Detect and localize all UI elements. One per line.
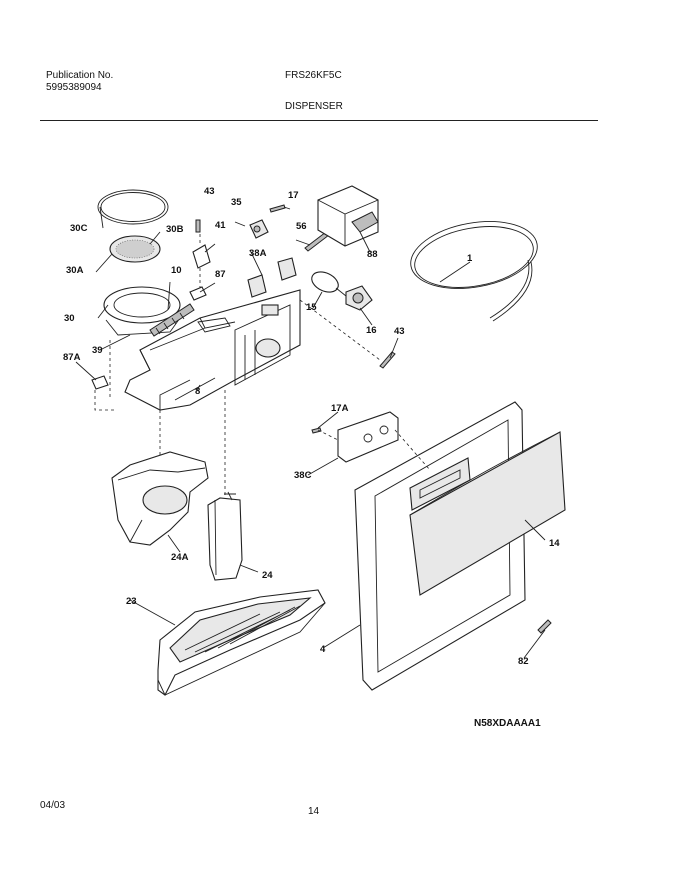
publication-number: 5995389094 <box>46 82 102 93</box>
callout-4: 4 <box>320 644 326 655</box>
callout-30b: 30B <box>166 224 184 235</box>
callout-56: 56 <box>296 221 307 232</box>
callout-43: 43 <box>204 186 215 197</box>
drawing-code: N58XDAAAA1 <box>474 718 541 729</box>
callout-41: 41 <box>215 220 226 231</box>
header-rule <box>40 120 598 121</box>
callout-38a: 38A <box>249 248 267 259</box>
callout-30c: 30C <box>70 223 88 234</box>
part-overlay-panel <box>409 431 566 596</box>
part-water-tube <box>410 221 538 289</box>
callout-24: 24 <box>262 570 273 581</box>
callout-30: 30 <box>64 313 75 324</box>
part-bracket-41 <box>192 244 211 269</box>
callout-14: 14 <box>549 538 560 549</box>
callout-82: 82 <box>518 656 529 667</box>
callout-24a: 24A <box>171 552 189 563</box>
callout-88: 88 <box>367 249 378 260</box>
part-screw-17 <box>269 204 286 213</box>
callout-43b: 43 <box>394 326 405 337</box>
part-gasket-ring <box>97 189 169 225</box>
part-screw-43 <box>195 219 201 233</box>
callout-1: 1 <box>467 253 473 264</box>
part-chute-door <box>207 497 243 581</box>
callout-10: 10 <box>171 265 182 276</box>
callout-35: 35 <box>231 197 242 208</box>
callout-16: 16 <box>366 325 377 336</box>
part-screw-43b <box>379 351 396 369</box>
part-screw-17a <box>311 427 322 434</box>
callout-38c: 38C <box>294 470 312 481</box>
part-switch-38a-2 <box>277 257 297 281</box>
section-title: DISPENSER <box>285 101 343 112</box>
callout-23: 23 <box>126 596 137 607</box>
part-switch-bracket <box>337 411 399 463</box>
part-screw-82 <box>537 619 552 634</box>
callout-17a: 17A <box>331 403 349 414</box>
part-lamp-bulb <box>311 271 339 293</box>
callout-87a: 87A <box>63 352 81 363</box>
callout-39: 39 <box>92 345 103 356</box>
part-gasket-ring-inner <box>100 192 166 222</box>
callout-8: 8 <box>195 386 200 397</box>
model-number: FRS26KF5C <box>285 70 342 81</box>
callout-15: 15 <box>306 302 317 313</box>
footer-date: 04/03 <box>40 800 66 811</box>
part-module-box <box>317 185 379 247</box>
footer-page-number: 14 <box>308 806 320 817</box>
part-clip-87a <box>91 375 109 390</box>
part-auger-drive <box>149 303 195 337</box>
part-switch-38a <box>247 274 267 298</box>
publication-label: Publication No. <box>46 70 114 81</box>
callout-17: 17 <box>288 190 299 201</box>
part-clip-87 <box>189 286 207 301</box>
callout-87: 87 <box>215 269 226 280</box>
callout-30a: 30A <box>66 265 84 276</box>
